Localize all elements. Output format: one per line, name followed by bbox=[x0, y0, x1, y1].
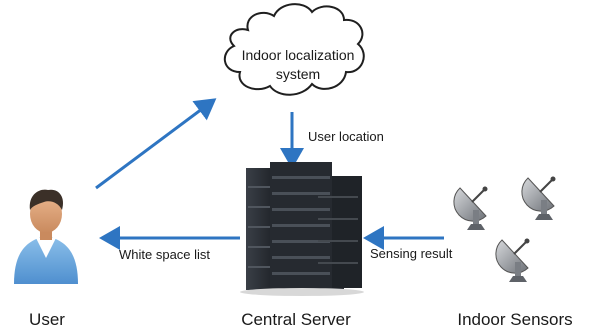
edge-label-user-location: User location bbox=[308, 129, 384, 144]
cloud-label-line2: system bbox=[276, 66, 320, 82]
user-avatar-icon bbox=[14, 189, 78, 284]
satellite-dish-icon bbox=[495, 238, 530, 282]
edge-label-sensing-result: Sensing result bbox=[370, 246, 453, 261]
arrow-user-to-cloud bbox=[95, 98, 217, 190]
node-label-indoor-sensors: Indoor Sensors bbox=[457, 310, 572, 329]
edge-label-white-space-list: White space list bbox=[119, 247, 210, 262]
node-label-central-server: Central Server bbox=[241, 310, 351, 329]
server-rack-icon bbox=[240, 162, 364, 296]
cloud-icon bbox=[224, 3, 365, 96]
cloud-label-line1: Indoor localization bbox=[242, 47, 355, 63]
node-label-user: User bbox=[29, 310, 65, 329]
satellite-dish-icon bbox=[453, 186, 488, 230]
satellite-dish-icon bbox=[521, 176, 556, 220]
